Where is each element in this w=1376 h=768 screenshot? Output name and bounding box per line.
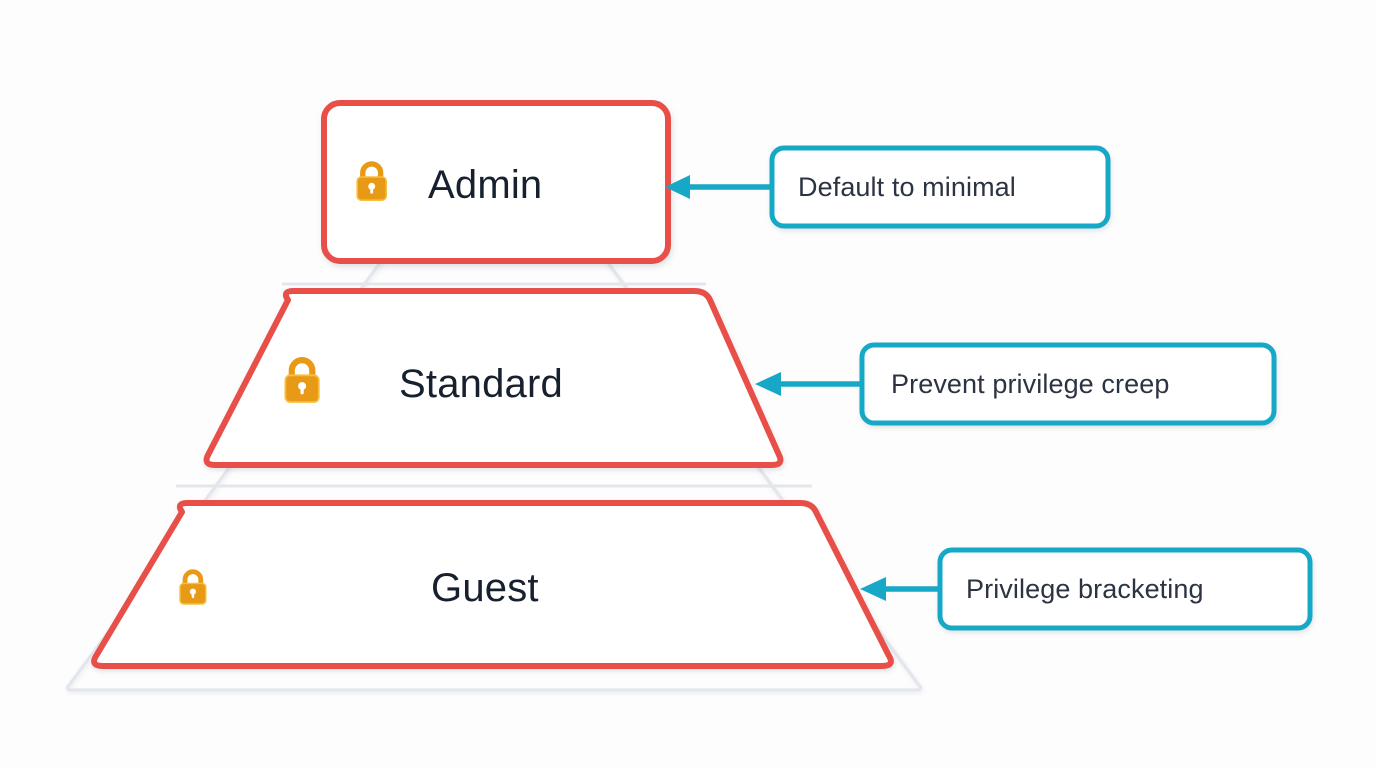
callout-box-standard[interactable] — [859, 342, 1277, 426]
callout-arrow-standard — [755, 372, 862, 396]
callout-arrow-guest — [860, 577, 940, 601]
callout-box-guest[interactable] — [937, 547, 1313, 631]
lock-icon — [356, 161, 388, 202]
pyramid-outline — [65, 106, 923, 692]
pyramid-divider-lines — [176, 282, 812, 488]
callout-arrow-admin — [665, 175, 772, 199]
tier-shape-guest[interactable] — [91, 500, 894, 669]
tier-shape-admin[interactable] — [321, 100, 671, 264]
tier-shape-standard[interactable] — [203, 288, 784, 468]
callout-box-admin[interactable] — [769, 145, 1111, 229]
lock-icon — [179, 569, 207, 605]
lock-icon — [284, 357, 320, 403]
